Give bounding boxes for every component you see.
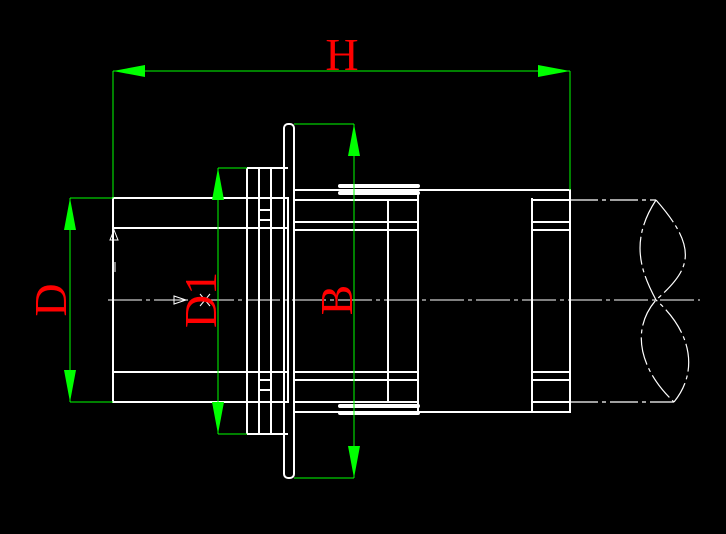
- arrow-d-top: [64, 198, 76, 230]
- shaft-break: [570, 199, 690, 403]
- mark-triangle-left: [109, 228, 119, 241]
- slot-pins: [338, 184, 420, 415]
- label-d1: D1: [175, 272, 226, 328]
- arrow-b-bottom: [348, 446, 360, 478]
- label-d: D: [25, 283, 76, 316]
- arrow-h-right: [538, 65, 570, 77]
- label-b: B: [311, 285, 362, 316]
- arrow-d-bottom: [64, 370, 76, 402]
- arrow-b-top: [348, 124, 360, 156]
- dimension-arrows: [64, 65, 570, 478]
- shaft-break-curve-1: [640, 199, 686, 403]
- arrow-d1-top: [212, 168, 224, 200]
- small-marks: [109, 228, 533, 307]
- right-sleeve: [293, 189, 571, 413]
- mark-triangle-center: [173, 295, 188, 305]
- dimension-lines: [69, 70, 571, 479]
- mark-x-2: [199, 293, 211, 307]
- arrow-d1-bottom: [212, 402, 224, 434]
- part-outline: [112, 123, 571, 479]
- label-h: H: [325, 29, 358, 80]
- arrow-h-left: [113, 65, 145, 77]
- shaft-break-curve-2: [639, 199, 690, 403]
